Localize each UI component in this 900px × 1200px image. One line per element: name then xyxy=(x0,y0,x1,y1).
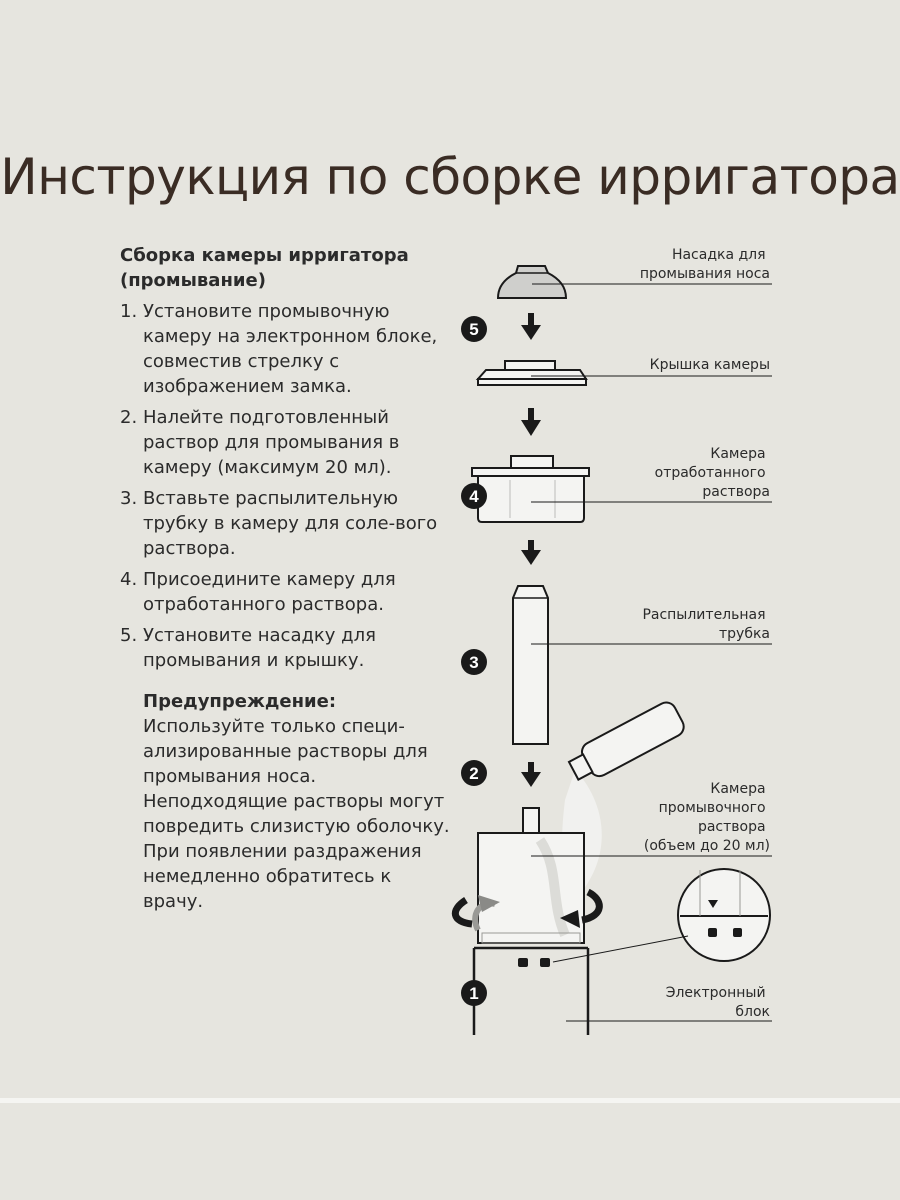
rotation-arrow-left-icon xyxy=(452,895,500,928)
rinse-chamber-illustration xyxy=(472,807,585,944)
nozzle-illustration xyxy=(496,265,568,299)
instructions-column: Сборка камеры ирригатора (промывание) 1.… xyxy=(120,243,450,914)
step-item: 1. Установите промывочную камеру на элек… xyxy=(120,299,450,399)
down-arrow xyxy=(521,540,541,565)
label-nozzle: Насадка для промывания носа xyxy=(640,247,770,282)
badge-number: 4 xyxy=(469,487,479,506)
step-text: Установите насадку для промывания и крыш… xyxy=(143,625,376,671)
step-item: 5. Установите насадку для промывания и к… xyxy=(120,623,450,673)
electronic-base-illustration xyxy=(472,946,590,1035)
label-line: промывочного xyxy=(659,800,766,816)
label-line: Электронный xyxy=(666,985,766,1001)
label-line: Крышка камеры xyxy=(650,357,770,373)
step-number: 4. xyxy=(120,569,138,590)
step-item: 4. Присоедините камеру для отработанного… xyxy=(120,567,450,617)
detail-pointer-line xyxy=(552,935,689,963)
step-text: Вставьте распылительную трубку в камеру … xyxy=(143,488,438,559)
warning-title: Предупреждение: xyxy=(143,691,337,712)
label-line: Камера xyxy=(710,446,765,462)
step-badge-2: 2 xyxy=(461,760,487,786)
waste-chamber-illustration xyxy=(471,455,590,523)
section-title: Сборка камеры ирригатора (промывание) xyxy=(120,245,409,291)
step-item: 2. Налейте подготовленный раствор для пр… xyxy=(120,405,450,480)
badge-number: 5 xyxy=(469,320,478,339)
lid-illustration xyxy=(475,360,588,386)
step-number: 5. xyxy=(120,625,138,646)
label-line: промывания носа xyxy=(640,266,770,282)
label-spray-tube: Распылительная трубка xyxy=(642,607,770,642)
warning-text: Используйте только специ-ализированные р… xyxy=(143,716,450,912)
steps-list: 1. Установите промывочную камеру на элек… xyxy=(120,299,450,673)
badge-number: 3 xyxy=(469,653,478,672)
label-line: трубка xyxy=(719,626,770,642)
step-badge-1: 1 xyxy=(461,980,487,1006)
badge-number: 2 xyxy=(469,764,478,783)
step-number: 3. xyxy=(120,488,138,509)
bottom-divider xyxy=(0,1098,900,1103)
step-badge-4: 4 xyxy=(461,483,487,509)
step-text: Налейте подготовленный раствор для промы… xyxy=(143,407,400,478)
label-line: Насадка для xyxy=(672,247,766,263)
label-line: блок xyxy=(735,1004,770,1020)
label-line: раствора xyxy=(698,819,766,835)
label-line: отработанного xyxy=(655,465,766,481)
step-text: Присоедините камеру для отработанного ра… xyxy=(143,569,396,615)
down-arrow xyxy=(521,762,541,787)
label-rinse-chamber: Камера промывочного раствора (объем до 2… xyxy=(644,781,770,854)
label-line: Камера xyxy=(710,781,765,797)
label-waste-chamber: Камера отработанного раствора xyxy=(655,446,770,500)
lock-detail-circle xyxy=(677,868,771,962)
step-number: 1. xyxy=(120,301,138,322)
step-item: 3. Вставьте распылительную трубку в каме… xyxy=(120,486,450,561)
warning-block: Предупреждение: Используйте только специ… xyxy=(143,689,450,914)
down-arrow xyxy=(521,313,541,340)
badge-number: 1 xyxy=(469,984,478,1003)
step-number: 2. xyxy=(120,407,138,428)
down-arrow xyxy=(521,408,541,436)
label-electronic-base: Электронный блок xyxy=(666,985,770,1020)
step-badge-5: 5 xyxy=(461,316,487,342)
step-text: Установите промывочную камеру на электро… xyxy=(143,301,438,397)
spray-tube-illustration xyxy=(512,585,549,745)
label-lid: Крышка камеры xyxy=(650,357,770,373)
label-line: раствора xyxy=(702,484,770,500)
label-line: Распылительная xyxy=(642,607,765,623)
label-line: (объем до 20 мл) xyxy=(644,838,770,854)
step-badge-3: 3 xyxy=(461,649,487,675)
page-title: Инструкция по сборке ирригатора xyxy=(0,148,900,206)
rotation-arrow-right-icon xyxy=(560,888,603,928)
